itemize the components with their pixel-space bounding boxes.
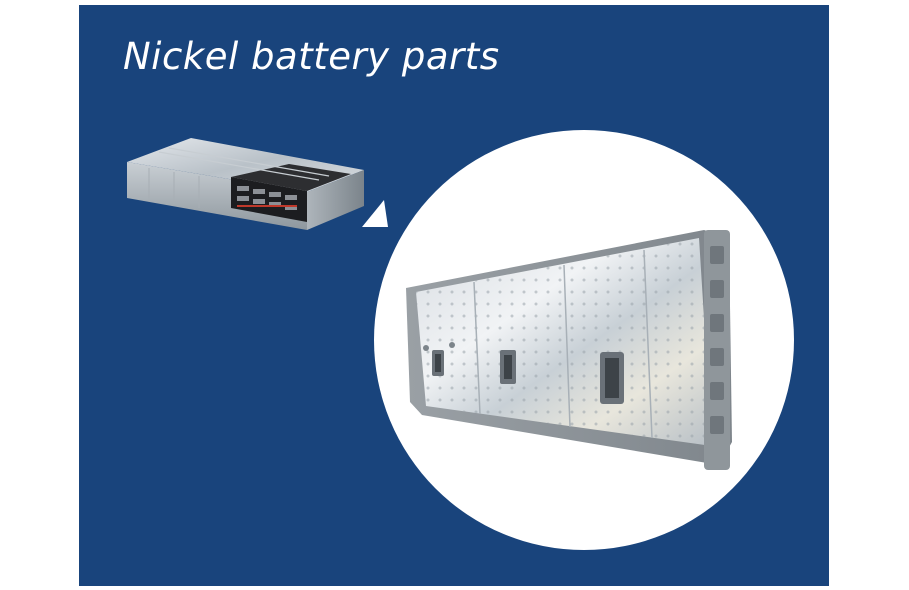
slide-title: Nickel battery parts	[123, 35, 500, 78]
zoom-circle	[374, 130, 794, 550]
triangle-pointer-icon	[362, 200, 388, 227]
slide: Nickel battery parts	[79, 5, 829, 586]
battery-module-image	[406, 230, 732, 470]
battery-pack-image	[127, 138, 364, 230]
